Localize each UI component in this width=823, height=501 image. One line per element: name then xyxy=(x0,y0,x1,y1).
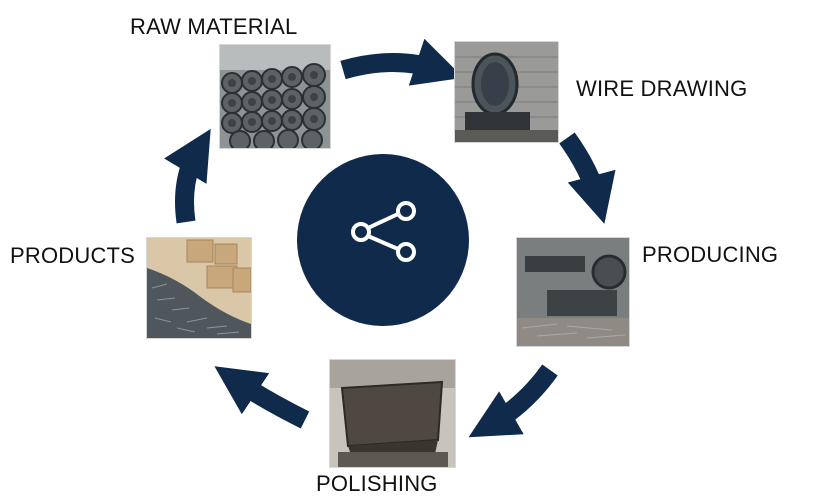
arrow-polishing-to-products xyxy=(214,366,310,429)
arrow-raw-to-wire xyxy=(340,38,464,86)
stage-label-wire-drawing: WIRE DRAWING xyxy=(576,76,748,101)
stage-label-raw-material: RAW MATERIAL xyxy=(130,14,298,39)
stage-label-polishing: POLISHING xyxy=(316,471,438,496)
arrow-wire-to-producing xyxy=(559,132,616,224)
stage-label-producing: PRODUCING xyxy=(642,242,779,267)
nail-making-machine-photo xyxy=(517,238,629,346)
stage-label-products: PRODUCTS xyxy=(10,243,136,268)
arrow-producing-to-polishing xyxy=(468,364,558,438)
center-circle xyxy=(297,154,469,326)
polishing-drum-photo xyxy=(330,360,455,467)
wire-rod-coils-photo xyxy=(220,45,330,148)
finished-nails-photo xyxy=(147,238,251,338)
wire-drawing-machine-photo xyxy=(455,42,558,142)
arrow-products-to-raw xyxy=(164,128,211,224)
share-icon xyxy=(351,201,416,262)
